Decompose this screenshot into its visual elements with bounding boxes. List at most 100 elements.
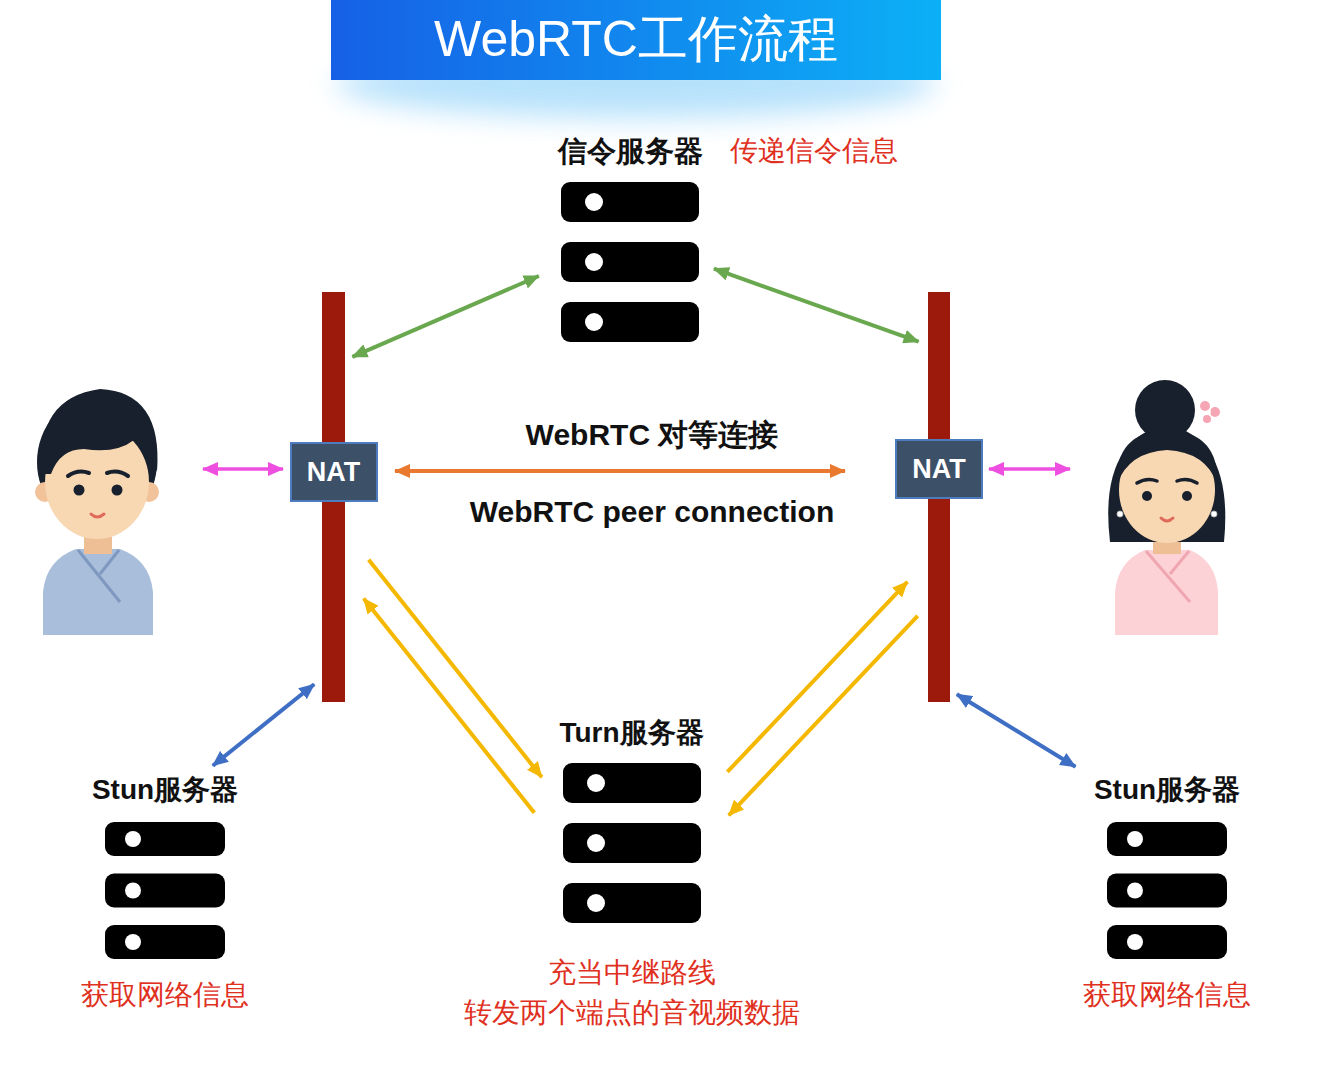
turn-server: Turn服务器充当中继路线 转发两个端点的音视频数据 bbox=[548, 715, 715, 923]
server-icon bbox=[1107, 822, 1227, 959]
server-unit bbox=[105, 822, 225, 856]
server-icon bbox=[105, 822, 225, 959]
server-unit-body bbox=[105, 925, 225, 959]
server-icon bbox=[561, 182, 699, 342]
woman-earring bbox=[1117, 511, 1123, 517]
server-unit-light bbox=[125, 883, 141, 899]
server-unit bbox=[1107, 822, 1227, 856]
connection-arrow bbox=[213, 684, 314, 765]
server-unit-light bbox=[1127, 883, 1143, 899]
server-unit bbox=[1107, 925, 1227, 959]
woman-flower bbox=[1210, 407, 1220, 417]
nat-wall: NAT bbox=[928, 292, 950, 702]
server-unit-light bbox=[1127, 934, 1143, 950]
user-link-arrow bbox=[203, 467, 283, 471]
server-unit-light bbox=[585, 253, 603, 271]
woman-eye bbox=[1142, 491, 1152, 501]
connection-arrow bbox=[395, 469, 845, 473]
server-unit-body bbox=[561, 242, 699, 282]
text-holder: 信令服务器 bbox=[548, 133, 712, 169]
nat-wall: NAT bbox=[322, 292, 345, 702]
server-unit-body bbox=[1107, 822, 1227, 856]
connection-arrow bbox=[729, 616, 918, 816]
title-holder: WebRTC工作流程 bbox=[331, 0, 941, 78]
woman-flower bbox=[1200, 401, 1210, 411]
stun-server: Stun服务器获取网络信息 bbox=[80, 772, 250, 960]
server-name: Stun服务器 bbox=[92, 772, 238, 808]
text-holder: Stun服务器 bbox=[80, 772, 250, 808]
server-unit bbox=[561, 242, 699, 282]
server-unit bbox=[105, 925, 225, 959]
man-brow bbox=[68, 472, 89, 476]
connection-arrow bbox=[364, 598, 535, 812]
woman-figure bbox=[1108, 380, 1225, 635]
server-unit-body bbox=[563, 823, 701, 863]
server-unit bbox=[105, 874, 225, 908]
server-unit-body bbox=[105, 874, 225, 908]
server-name: 信令服务器 bbox=[558, 133, 703, 169]
server-unit-light bbox=[587, 834, 605, 852]
signaling-server: 信令服务器传递信令信息 bbox=[548, 133, 712, 342]
connection-arrow bbox=[727, 582, 907, 772]
connection-arrow bbox=[957, 694, 1076, 767]
server-unit-light bbox=[585, 193, 603, 211]
man-mouth bbox=[91, 514, 104, 517]
server-role: 充当中继路线 转发两个端点的音视频数据 bbox=[432, 953, 832, 1033]
server-unit-body bbox=[1107, 874, 1227, 908]
server-unit-body bbox=[561, 182, 699, 222]
server-unit-light bbox=[125, 934, 141, 950]
man-brow bbox=[107, 472, 128, 476]
woman-brow bbox=[1177, 479, 1197, 483]
text-holder: Stun服务器 bbox=[1082, 772, 1252, 808]
server-name: Stun服务器 bbox=[1094, 772, 1240, 808]
woman-fringe bbox=[1117, 429, 1217, 484]
server-unit-light bbox=[587, 774, 605, 792]
woman-earring bbox=[1211, 511, 1217, 517]
text-holder: 传递信令信息 bbox=[730, 133, 898, 169]
connection-arrow bbox=[369, 560, 542, 777]
server-unit bbox=[561, 182, 699, 222]
server-unit-body bbox=[105, 822, 225, 856]
woman-eye bbox=[1182, 491, 1192, 501]
woman-flower bbox=[1203, 415, 1211, 423]
server-name: Turn服务器 bbox=[559, 715, 703, 751]
server-role: 传递信令信息 bbox=[730, 133, 898, 169]
server-unit bbox=[1107, 874, 1227, 908]
man-collar bbox=[78, 550, 120, 602]
man-figure bbox=[35, 389, 159, 635]
connection-arrow bbox=[352, 276, 538, 357]
server-unit bbox=[561, 302, 699, 342]
server-unit-body bbox=[1107, 925, 1227, 959]
user-link-arrow bbox=[989, 467, 1070, 471]
text-holder: Turn服务器 bbox=[548, 715, 715, 751]
text-holder: 获取网络信息 bbox=[55, 977, 275, 1013]
server-unit-light bbox=[587, 894, 605, 912]
title: WebRTC工作流程 bbox=[434, 9, 838, 69]
server-unit bbox=[563, 823, 701, 863]
man-collar bbox=[100, 550, 119, 574]
man-body bbox=[43, 549, 153, 635]
woman-collar bbox=[1170, 551, 1189, 574]
man-eye bbox=[112, 485, 123, 496]
woman-mouth bbox=[1161, 518, 1173, 521]
nat-box: NAT bbox=[895, 439, 983, 499]
server-unit-light bbox=[1127, 831, 1143, 847]
server-unit-body bbox=[561, 302, 699, 342]
server-role: 获取网络信息 bbox=[1083, 977, 1251, 1013]
nat-label: NAT bbox=[307, 456, 361, 488]
text-holder: 充当中继路线 转发两个端点的音视频数据 bbox=[432, 953, 832, 1033]
server-unit bbox=[563, 763, 701, 803]
connection-label: WebRTC peer connection bbox=[466, 493, 838, 531]
server-unit-light bbox=[125, 831, 141, 847]
title-banner bbox=[331, 0, 941, 80]
man-eye bbox=[74, 485, 85, 496]
nat-label: NAT bbox=[912, 453, 966, 485]
man-fringe bbox=[41, 389, 157, 474]
connection-arrow bbox=[714, 269, 919, 342]
stun-server: Stun服务器获取网络信息 bbox=[1082, 772, 1252, 960]
server-icon bbox=[563, 763, 701, 923]
server-unit bbox=[563, 883, 701, 923]
woman-hair bbox=[1108, 424, 1225, 542]
